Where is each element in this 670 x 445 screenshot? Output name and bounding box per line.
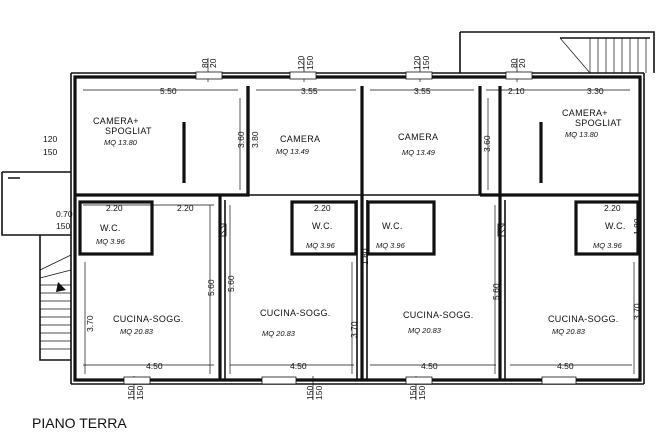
dimension-labels: 5.50 3.55 3.55 2.10 3.30 3.60 3.80 3.60 … xyxy=(43,56,642,400)
svg-text:4.50: 4.50 xyxy=(557,361,574,371)
svg-text:120: 120 xyxy=(412,56,422,70)
svg-text:150: 150 xyxy=(421,56,431,70)
svg-text:2.20: 2.20 xyxy=(106,203,123,213)
svg-text:120: 120 xyxy=(43,134,57,144)
svg-text:3.70: 3.70 xyxy=(632,303,642,320)
svg-text:3.70: 3.70 xyxy=(85,315,95,332)
room-area: MQ 20.83 xyxy=(408,326,442,335)
svg-text:20: 20 xyxy=(208,58,218,68)
svg-text:1.80: 1.80 xyxy=(360,248,370,265)
dimension-lines xyxy=(83,58,635,400)
svg-text:150: 150 xyxy=(135,386,145,400)
svg-text:3.30: 3.30 xyxy=(587,86,604,96)
room-name: W.C. xyxy=(605,221,626,231)
svg-text:3.60: 3.60 xyxy=(482,135,492,152)
room-name: CUCINA-SOGG. xyxy=(548,314,619,324)
room-area: MQ 3.96 xyxy=(306,241,336,250)
room-area: MQ 20.83 xyxy=(262,329,296,338)
room-name: W.C. xyxy=(382,221,403,231)
svg-text:150: 150 xyxy=(126,386,136,400)
room-area: MQ 13.80 xyxy=(104,138,138,147)
svg-text:4.50: 4.50 xyxy=(421,361,438,371)
svg-text:150: 150 xyxy=(43,147,57,157)
windows xyxy=(123,71,577,385)
room-name: CUCINA-SOGG. xyxy=(113,314,184,324)
outer-walls xyxy=(70,72,645,385)
room-area: MQ 3.96 xyxy=(376,241,406,250)
interior-walls xyxy=(75,86,640,380)
room-name: CUCINA-SOGG. xyxy=(403,310,474,320)
svg-text:20: 20 xyxy=(517,58,527,68)
svg-text:5.60: 5.60 xyxy=(206,279,216,296)
stair-right xyxy=(459,31,655,74)
room-area: MQ 13.49 xyxy=(402,148,436,157)
room-name: SPOGLIAT xyxy=(575,118,622,128)
room-name: CAMERA xyxy=(280,134,320,144)
svg-text:120: 120 xyxy=(296,56,306,70)
column-hatches xyxy=(218,223,506,237)
room-area: MQ 13.80 xyxy=(565,130,599,139)
svg-text:3.55: 3.55 xyxy=(414,86,431,96)
room-name: W.C. xyxy=(312,221,333,231)
svg-text:1.80: 1.80 xyxy=(632,218,642,235)
svg-text:3.55: 3.55 xyxy=(301,86,318,96)
svg-text:150: 150 xyxy=(314,386,324,400)
room-name: CAMERA+ xyxy=(93,116,139,126)
room-area: MQ 3.96 xyxy=(96,237,126,246)
room-name: SPOGLIAT xyxy=(105,126,152,136)
svg-text:2.10: 2.10 xyxy=(508,86,525,96)
svg-text:3.80: 3.80 xyxy=(250,131,260,148)
room-area: MQ 20.83 xyxy=(120,327,154,336)
svg-text:150: 150 xyxy=(417,386,427,400)
svg-text:2.20: 2.20 xyxy=(604,203,621,213)
room-name: CAMERA+ xyxy=(562,108,608,118)
room-name: CUCINA-SOGG. xyxy=(260,308,331,318)
svg-text:80: 80 xyxy=(200,58,210,68)
svg-text:3.70: 3.70 xyxy=(349,321,359,338)
svg-text:150: 150 xyxy=(56,221,70,231)
room-name: CAMERA xyxy=(398,132,438,142)
svg-text:0.70: 0.70 xyxy=(56,209,73,219)
svg-text:150: 150 xyxy=(408,386,418,400)
svg-text:2.20: 2.20 xyxy=(177,203,194,213)
svg-text:5.60: 5.60 xyxy=(491,283,501,300)
room-labels: CAMERA+ SPOGLIAT MQ 13.80 CAMERA MQ 13.4… xyxy=(93,108,626,338)
svg-text:3.60: 3.60 xyxy=(236,131,246,148)
svg-text:2.20: 2.20 xyxy=(314,203,331,213)
room-area: MQ 3.96 xyxy=(593,241,623,250)
svg-text:150: 150 xyxy=(305,56,315,70)
page-title: PIANO TERRA xyxy=(32,415,127,431)
svg-text:4.50: 4.50 xyxy=(290,361,307,371)
svg-text:5.50: 5.50 xyxy=(160,86,177,96)
stair-left xyxy=(1,171,72,361)
svg-text:80: 80 xyxy=(509,58,519,68)
svg-text:4.50: 4.50 xyxy=(146,361,163,371)
room-area: MQ 13.49 xyxy=(276,147,310,156)
room-area: MQ 20.83 xyxy=(552,327,586,336)
wc-boxes xyxy=(78,200,640,256)
room-name: W.C. xyxy=(100,223,121,233)
svg-text:5.60: 5.60 xyxy=(226,275,236,292)
svg-text:150: 150 xyxy=(305,386,315,400)
